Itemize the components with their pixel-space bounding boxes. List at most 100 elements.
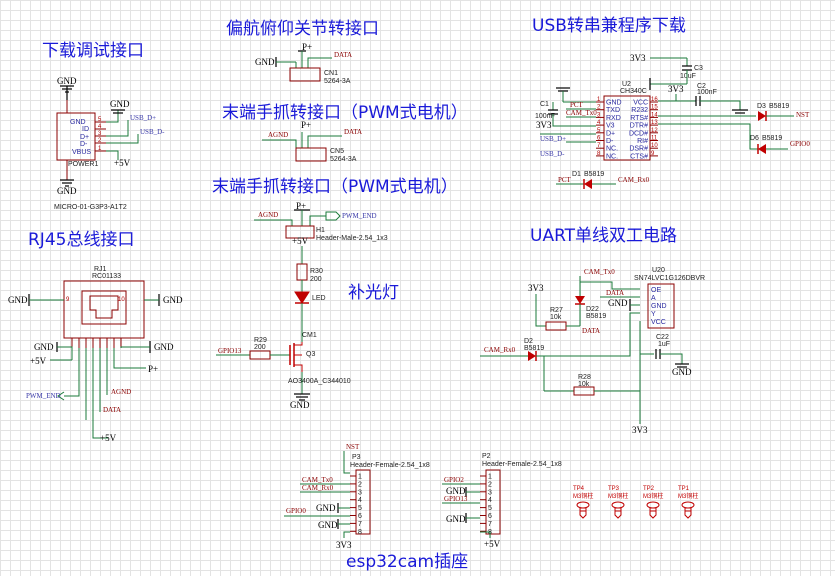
- u2-right-pin: VCC: [633, 100, 648, 107]
- u2-part: CH340C: [620, 88, 647, 95]
- u2-right-pin: RI#: [637, 138, 648, 145]
- header-pin-number: 4: [488, 497, 492, 504]
- title-usb: USB转串兼程序下载: [532, 16, 686, 36]
- gnd-label: GND: [57, 76, 77, 86]
- net-data-2: DATA: [344, 128, 362, 136]
- gnd-label-14: GND: [446, 486, 466, 496]
- net-pwm-end-2: PWM_END: [26, 392, 61, 400]
- v3-label: 3V3: [630, 53, 646, 63]
- net-data-5: DATA: [606, 289, 624, 297]
- tp-ref: TP4: [573, 486, 585, 492]
- title-gripper-2: 末端手抓转接口（PWM式电机）: [212, 177, 458, 197]
- pinno-2: 2: [98, 138, 102, 144]
- net-agnd-3: AGND: [111, 388, 131, 396]
- rj1-pin10: 10: [118, 297, 125, 303]
- header-pin-number: 8: [358, 529, 362, 536]
- r28-val: 10k: [578, 381, 590, 388]
- cn1-ref: CN1: [324, 70, 338, 77]
- pplus-label-2: P+: [301, 120, 311, 130]
- u2-left-pinno: 4: [597, 120, 601, 126]
- net-data-3: DATA: [103, 406, 121, 414]
- u2-left-pin: V3: [606, 123, 615, 130]
- d2-val: B5819: [524, 345, 544, 352]
- net-cam-rx0: CAM_Rx0: [618, 176, 650, 184]
- p3-part: Header-Female-2.54_1x8: [350, 462, 430, 469]
- net-cam-rx0-2: CAM_Rx0: [484, 346, 516, 354]
- pin-gnd: GND: [70, 119, 86, 126]
- u2-right-pin: R232: [631, 107, 648, 114]
- gnd-label-4: GND: [255, 57, 275, 67]
- d3-val: B5819: [769, 103, 789, 110]
- u20-pin-a: A: [651, 295, 656, 302]
- tp-standoff-body: [579, 507, 587, 519]
- header-pin-number: 7: [358, 521, 362, 528]
- d6-ref: D6: [750, 135, 759, 142]
- r28-body: [573, 386, 595, 396]
- net-usb-dp-2: USB_D+: [540, 135, 566, 143]
- tp-standoff-body: [649, 507, 657, 519]
- header-pin-number: 5: [488, 505, 492, 512]
- d1-val: B5819: [584, 171, 604, 178]
- tp-standoff-body: [684, 507, 692, 519]
- p3-body: [355, 469, 371, 535]
- led-ref: LED: [312, 295, 326, 302]
- u2-left-pin: D+: [606, 130, 615, 137]
- c3-val: 10uF: [680, 73, 696, 80]
- net-data-4: DATA: [582, 327, 600, 335]
- net-gpio0: GPIO0: [790, 140, 810, 148]
- q3-part: AO3400A_C344010: [288, 378, 351, 385]
- u2-left-pinno: 6: [597, 136, 601, 142]
- v3-label-3: 3V3: [668, 84, 684, 94]
- cn5-ref: CN5: [330, 148, 344, 155]
- gnd-label-6: GND: [8, 295, 28, 305]
- pin-dm: D-: [80, 141, 88, 148]
- r29-val: 200: [254, 344, 266, 351]
- u2-left-pin: NC.: [606, 146, 618, 153]
- u20-pin-vcc: VCC: [651, 319, 666, 326]
- u2-right-pin: RTS#: [630, 115, 648, 122]
- gnd-label-3: GND: [57, 186, 77, 196]
- p2-part: Header-Female-2.54_1x8: [482, 461, 562, 468]
- tp-ref: TP3: [608, 486, 620, 492]
- net-agnd: AGND: [268, 131, 288, 139]
- tp-part: M3铜柱: [573, 492, 593, 500]
- r27-val: 10k: [550, 314, 562, 321]
- title-gripper-1: 末端手抓转接口（PWM式电机）: [222, 103, 468, 123]
- pin-dp: D+: [80, 134, 89, 141]
- net-nst: NST: [796, 111, 810, 119]
- v5-label-2: +5V: [292, 236, 309, 246]
- net-cam-tx0-2: CAM_Tx0: [584, 268, 615, 276]
- u20-pin-oe: OE: [651, 287, 661, 294]
- u2-right-pinno: 10: [651, 143, 658, 149]
- header-pin-number: 7: [488, 521, 492, 528]
- net-gpio0-2: GPIO0: [286, 507, 306, 515]
- d3-ref: D3: [757, 103, 766, 110]
- pin-vbus: VBUS: [72, 149, 91, 156]
- u2-body: [603, 95, 651, 161]
- u2-right-pin: DSR#: [629, 146, 648, 153]
- cn1-body: [289, 67, 321, 82]
- header-pin-number: 2: [358, 481, 362, 488]
- r29-body: [249, 350, 271, 360]
- h1-light-block: P+ AGND PWM_END H1 Header-Male-2.54_1x3 …: [216, 201, 388, 410]
- r30-val: 200: [310, 276, 322, 283]
- gnd-label-15: GND: [446, 514, 466, 524]
- rj1-part: RC01133: [92, 273, 121, 280]
- d2-symbol: [528, 351, 536, 361]
- net-usb-dm: USB_D-: [140, 128, 165, 136]
- net-cam-tx0: CAM_Tx0: [566, 109, 597, 117]
- pinno-4: 4: [98, 124, 102, 130]
- net-usb-dp: USB_D+: [130, 114, 156, 122]
- gnd-label-5: GND: [290, 400, 310, 410]
- d1-symbol: [584, 179, 592, 189]
- rj1-ref: RJ1: [94, 266, 107, 273]
- v5-label-3: +5V: [30, 356, 47, 366]
- d22-symbol: [575, 296, 585, 304]
- u2-right-pin: DTR#: [630, 123, 648, 130]
- net-gpio13-2: GPIO13: [444, 495, 468, 503]
- q3-tag: CM1: [302, 332, 317, 339]
- v3-label-2: 3V3: [536, 120, 552, 130]
- pplus-label: P+: [302, 42, 312, 52]
